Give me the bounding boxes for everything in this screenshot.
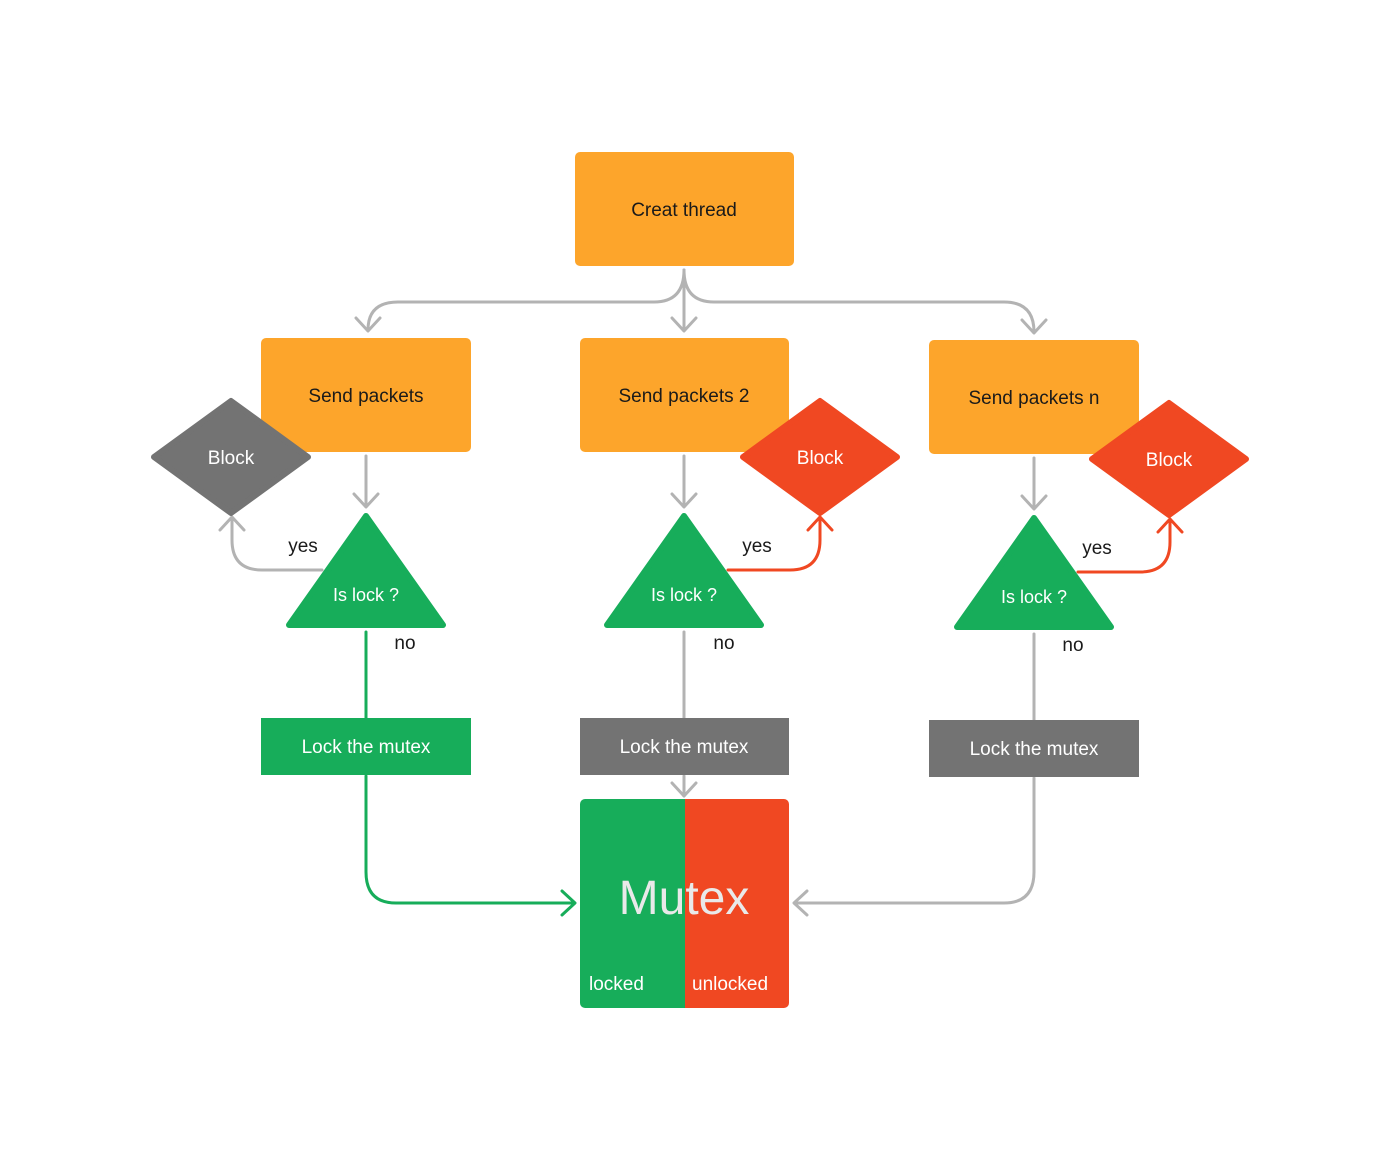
send-packets-label: Send packets (308, 386, 423, 407)
send-packets-box (929, 340, 1139, 454)
connectors (218, 268, 1184, 917)
no-label: no (394, 633, 415, 654)
decision-label: Is lock ? (651, 585, 717, 605)
arrowhead-block-1 (218, 515, 246, 532)
lock-mutex-label: Lock the mutex (620, 737, 749, 758)
arrowhead-mutex-top (670, 781, 698, 798)
block-label: Block (1146, 450, 1193, 471)
connector-lock-1-to-mutex (364, 774, 576, 905)
thread-3: Send packets n Block Is lock ? yes no Lo… (929, 340, 1249, 777)
mutex-unlocked-half (685, 799, 789, 1008)
decision-label: Is lock ? (333, 585, 399, 605)
start-label: Creat thread (631, 200, 737, 221)
arrowhead-thread-2 (670, 316, 698, 333)
start-node: Creat thread (575, 152, 794, 266)
no-label: no (1062, 635, 1083, 656)
decision-triangle (604, 513, 764, 628)
thread-1: Send packets Block Is lock ? yes no Lock… (151, 338, 471, 775)
yes-label: yes (288, 536, 318, 557)
mutex-locked-half (580, 799, 685, 1008)
arrowhead-thread-3 (1020, 318, 1048, 335)
arrowhead-decision-2 (670, 492, 698, 509)
lock-mutex-label: Lock the mutex (970, 739, 1099, 760)
arrowhead-mutex-right (792, 889, 809, 917)
mutex-locked-label: locked (589, 974, 644, 995)
arrowhead-mutex-left (560, 889, 577, 917)
connector-start-to-thread-3 (682, 268, 1036, 334)
decision-triangle (286, 513, 446, 628)
send-packets-box (580, 338, 789, 452)
decision-label: Is lock ? (1001, 587, 1067, 607)
arrowhead-decision-3 (1020, 494, 1048, 511)
connector-yes-1-to-block (230, 516, 324, 572)
block-label: Block (208, 448, 255, 469)
thread-2: Send packets 2 Block Is lock ? yes no Lo… (580, 338, 900, 775)
lock-mutex-label: Lock the mutex (302, 737, 431, 758)
connector-yes-3-to-block (1076, 518, 1172, 574)
no-label: no (713, 633, 734, 654)
arrowhead-decision-1 (352, 492, 380, 509)
lock-mutex-box (929, 720, 1139, 777)
block-diamond (1089, 400, 1249, 518)
arrowhead-block-3 (1156, 517, 1184, 534)
arrowhead-thread-1 (354, 316, 382, 333)
yes-label: yes (742, 536, 772, 557)
connector-start-to-thread-1 (366, 268, 686, 332)
mutex-unlocked-label: unlocked (692, 974, 768, 995)
arrowhead-block-2 (806, 515, 834, 532)
mutex-title: Mutex (619, 872, 750, 925)
block-diamond (740, 398, 900, 516)
connector-yes-2-to-block (726, 516, 822, 572)
send-packets-box (261, 338, 471, 452)
block-diamond (151, 398, 311, 516)
yes-label: yes (1082, 538, 1112, 559)
block-label: Block (797, 448, 844, 469)
send-packets-label: Send packets 2 (619, 386, 750, 407)
mutex-node: Mutex locked unlocked (580, 799, 789, 1008)
lock-mutex-box (580, 718, 789, 775)
lock-mutex-box (261, 718, 471, 775)
connector-lock-3-to-mutex (793, 776, 1036, 905)
decision-triangle (954, 515, 1114, 630)
send-packets-label: Send packets n (969, 388, 1100, 409)
start-box (575, 152, 794, 266)
